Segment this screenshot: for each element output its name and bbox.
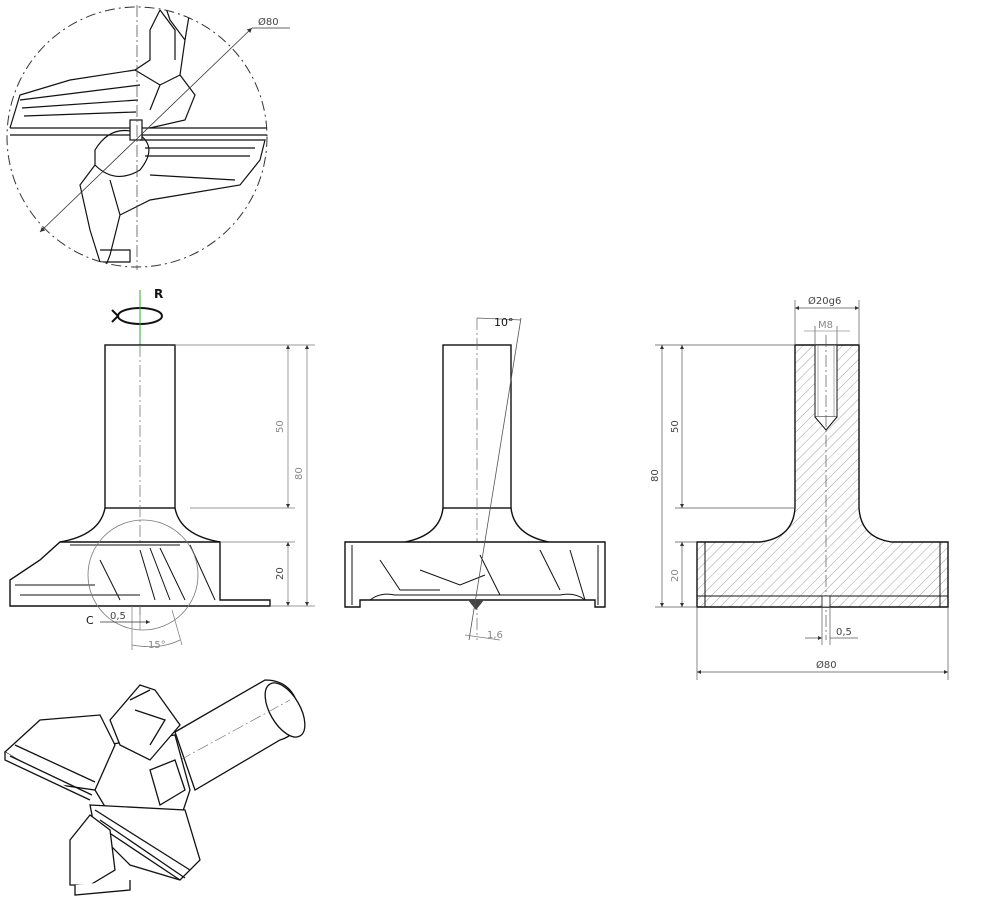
isometric-view bbox=[3, 679, 306, 896]
front-dim-0-5: 0,5 bbox=[110, 611, 126, 622]
section-dim-0-5: 0,5 bbox=[836, 627, 852, 638]
front-dim-80: 80 bbox=[294, 467, 305, 480]
rotation-label: R bbox=[154, 287, 163, 301]
side-dim-1-6: 1,6 bbox=[487, 630, 503, 641]
section-dim-20: 20 bbox=[670, 569, 681, 582]
side-angle-10: 10° bbox=[494, 316, 514, 329]
front-angle-15: 15° bbox=[148, 640, 166, 651]
section-thread-label: M8 bbox=[818, 320, 833, 331]
detail-diameter-label: Ø80 bbox=[258, 16, 279, 28]
rotation-arrow-icon bbox=[111, 307, 163, 325]
chamfer-label: C bbox=[86, 614, 94, 627]
section-dim-80: 80 bbox=[650, 469, 661, 482]
section-dim-50: 50 bbox=[670, 420, 681, 433]
section-view: Ø20g6 M8 50 80 20 0,5 Ø80 bbox=[650, 295, 949, 680]
front-dim-20: 20 bbox=[275, 567, 286, 580]
section-shank-diameter: Ø20g6 bbox=[808, 295, 841, 307]
side-view: 10° 1,6 bbox=[344, 316, 606, 641]
detail-view: Ø80 bbox=[6, 5, 290, 270]
section-body-diameter: Ø80 bbox=[816, 659, 837, 671]
front-dim-50: 50 bbox=[275, 420, 286, 433]
front-view: R 50 80 20 C 0,5 15° bbox=[9, 287, 315, 651]
